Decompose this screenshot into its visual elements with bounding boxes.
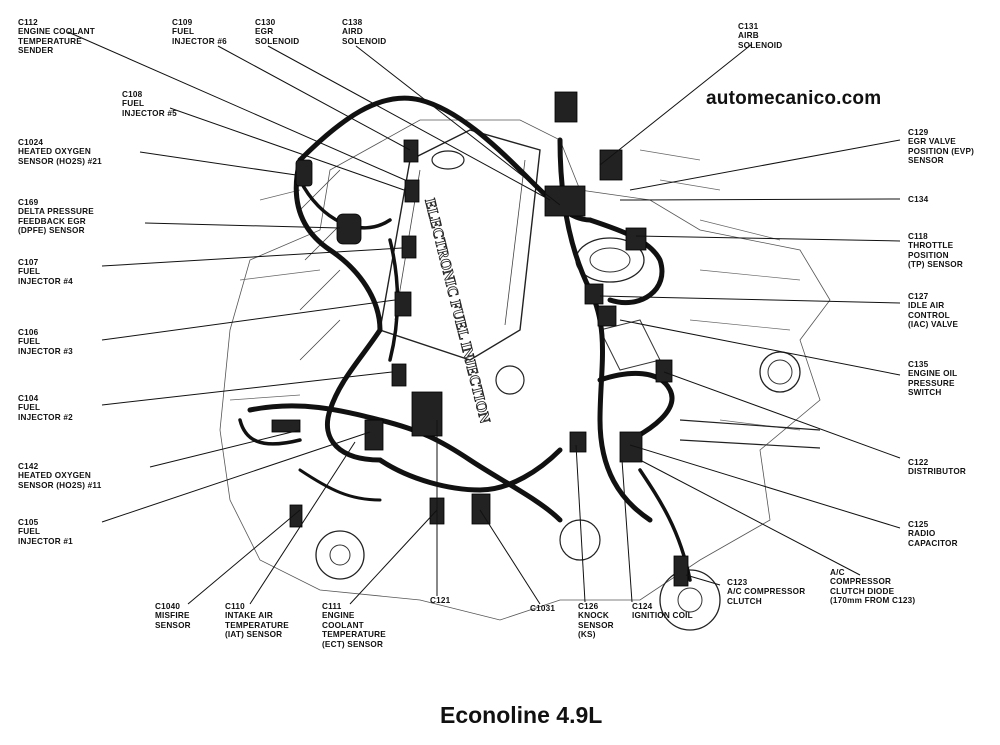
leader-lines: [67, 31, 901, 605]
label-c1031: C1031: [530, 604, 556, 613]
diagram-caption: Econoline 4.9L: [440, 702, 603, 728]
label-c121: C121: [430, 596, 451, 605]
label-c134: C134: [908, 195, 929, 204]
site-watermark: automecanico.com: [706, 88, 882, 109]
connector-blocks: [271, 91, 689, 587]
manifold-lettering: ELECTRONIC FUEL INJECTION: [421, 197, 492, 425]
